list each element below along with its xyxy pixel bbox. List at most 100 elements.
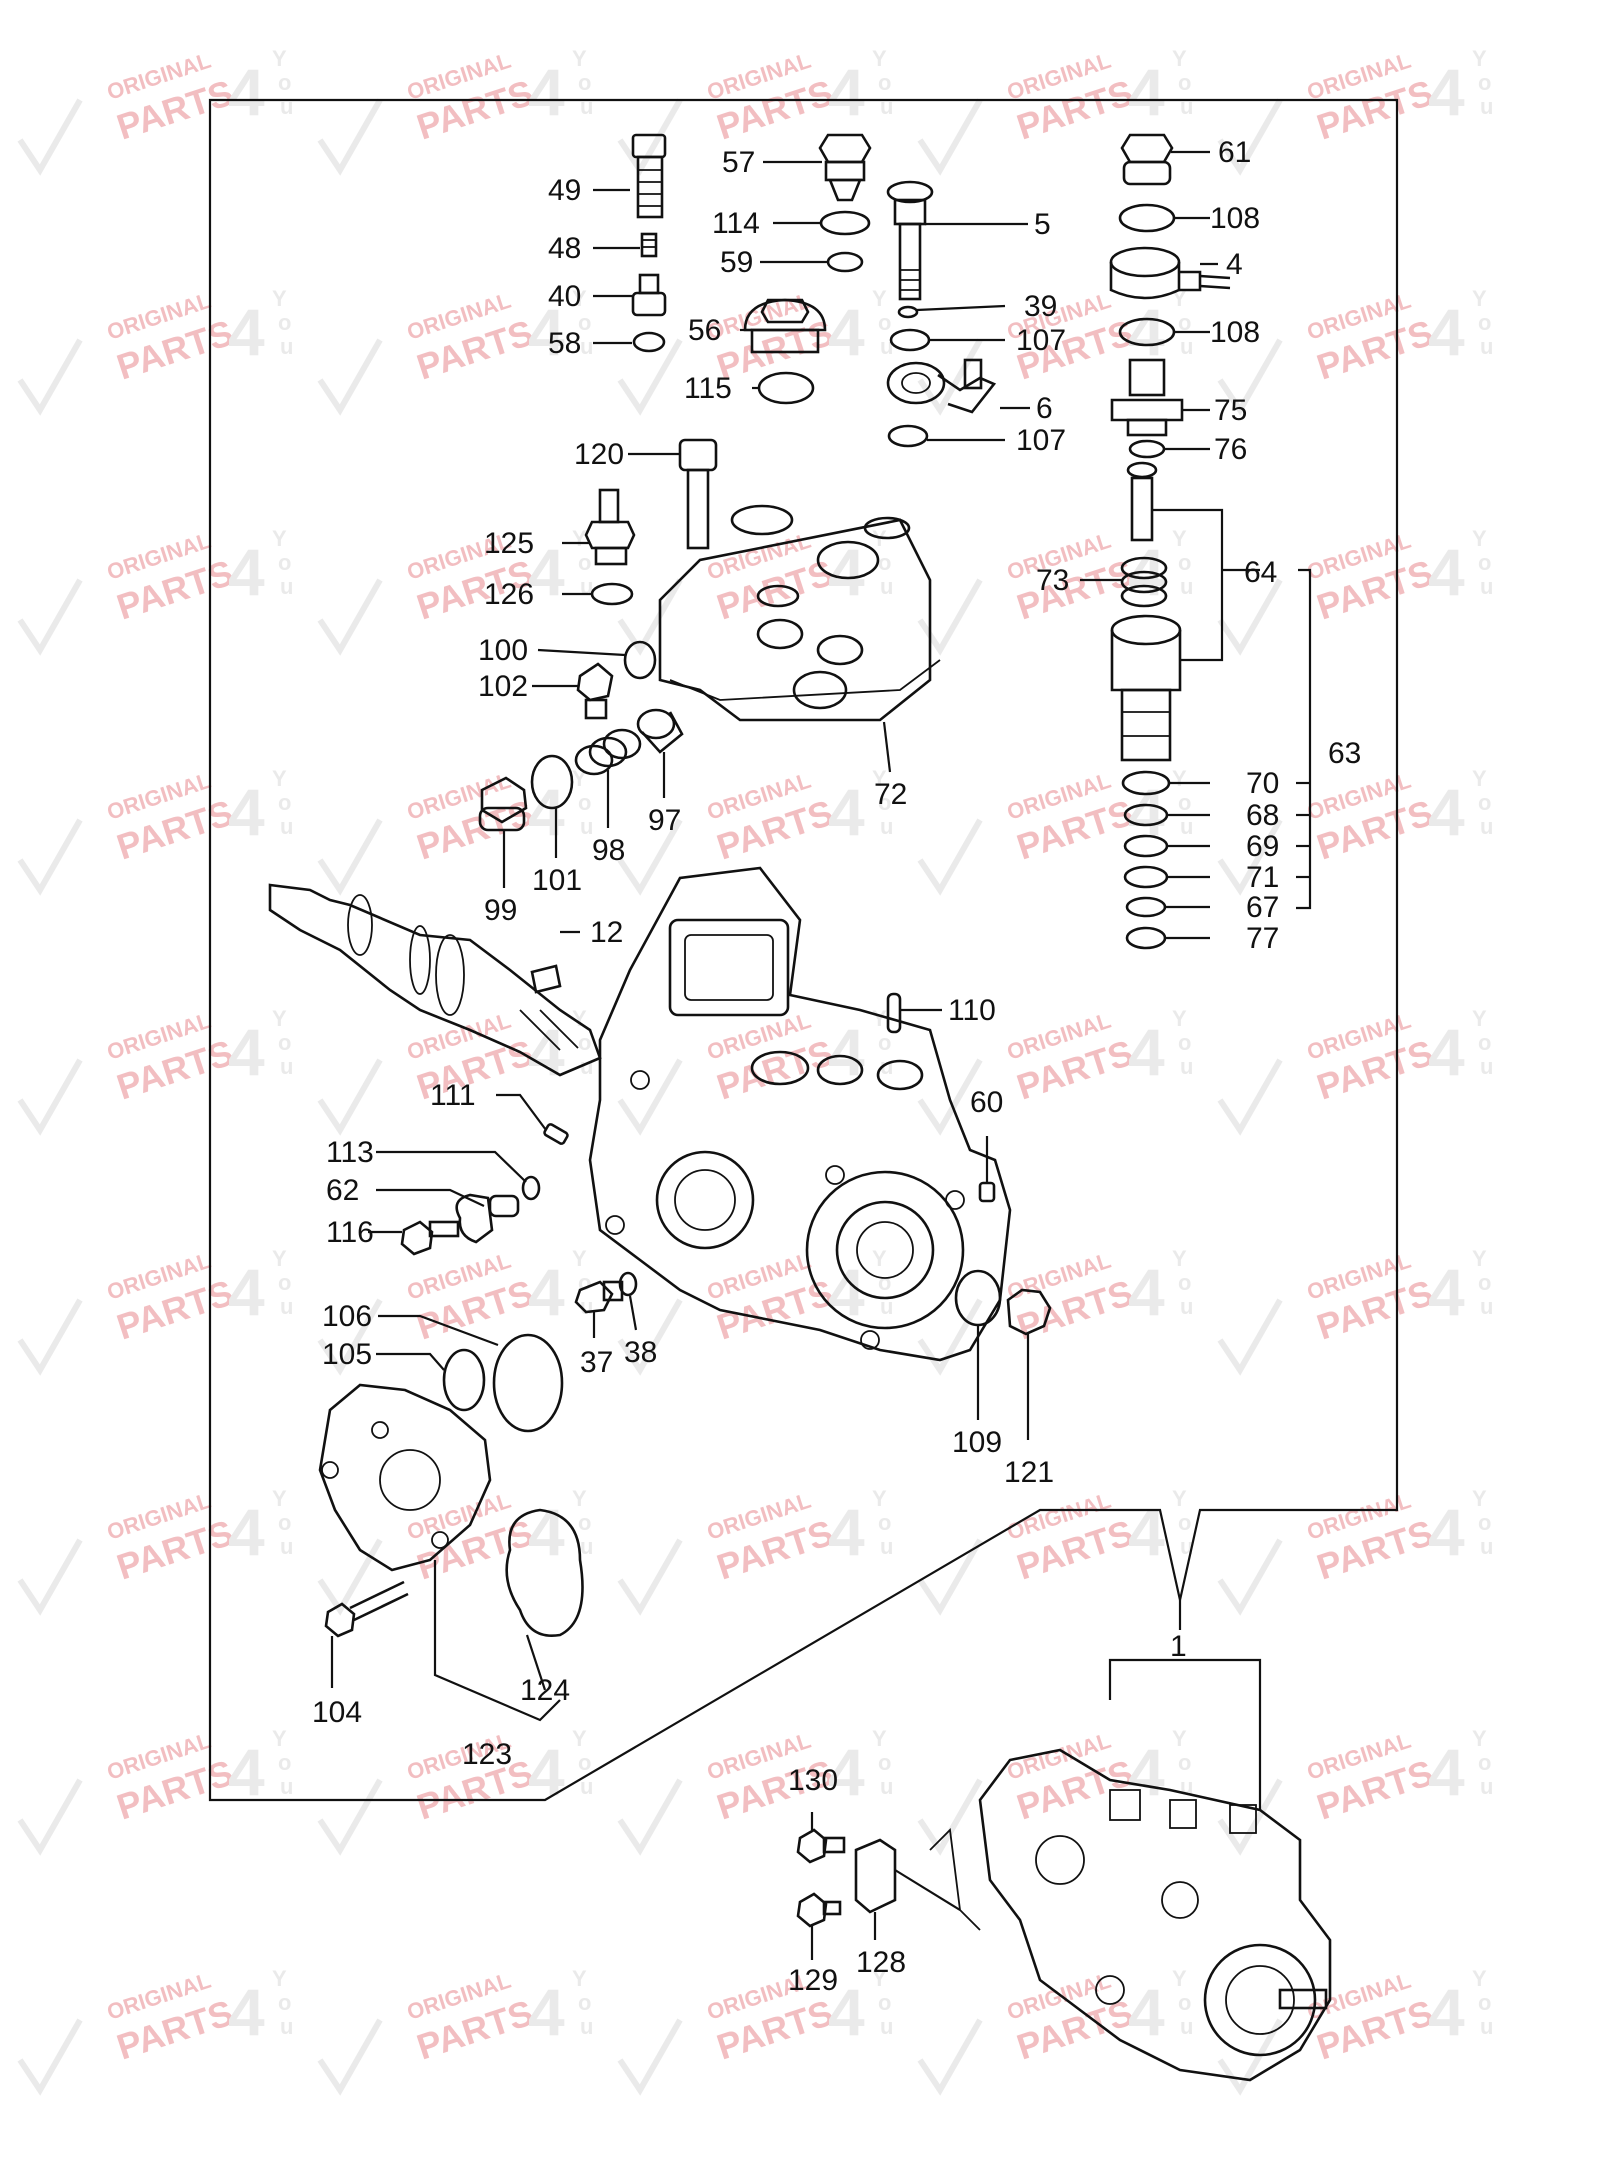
label-110: 110	[948, 994, 996, 1027]
o-ring-114-drawing	[819, 210, 871, 236]
watermark-text: o	[578, 1990, 591, 2015]
watermark-text: o	[578, 790, 591, 815]
watermark-text: o	[278, 310, 291, 335]
bolt-116-drawing	[400, 1220, 460, 1256]
label-48: 48	[548, 232, 581, 265]
watermark-check-icon	[1217, 818, 1283, 896]
watermark-check-icon	[1217, 1058, 1283, 1136]
watermark-text: u	[580, 1774, 593, 1799]
fitting-49-drawing	[631, 133, 667, 219]
plug-102-drawing	[576, 662, 614, 720]
watermark-text: o	[1178, 1030, 1191, 1055]
label-101: 101	[532, 864, 582, 897]
watermark-check-icon	[917, 98, 983, 176]
complete-pump-assembly-drawing	[929, 1748, 1332, 2082]
watermark-text: 4	[228, 55, 265, 129]
watermark-text: Y	[1472, 1246, 1487, 1271]
watermark-text: u	[580, 334, 593, 359]
watermark-text: u	[1180, 1294, 1193, 1319]
label-58: 58	[548, 327, 581, 360]
watermark-text: u	[280, 1054, 293, 1079]
label-60: 60	[970, 1086, 1003, 1119]
watermark-text: o	[1178, 1990, 1191, 2015]
label-56: 56	[688, 314, 721, 347]
watermark-text: o	[1478, 1510, 1491, 1535]
watermark-text: o	[278, 1750, 291, 1775]
watermark-check-icon	[17, 338, 83, 416]
watermark-text: u	[1180, 814, 1193, 839]
watermark-text: u	[880, 814, 893, 839]
watermark-text: o	[1178, 70, 1191, 95]
watermark-text: 4	[528, 55, 565, 129]
watermark-check-icon	[317, 818, 383, 896]
spring-48-drawing	[640, 232, 658, 258]
label-98: 98	[592, 834, 625, 867]
label-57: 57	[722, 146, 755, 179]
watermark-text: Y	[572, 46, 587, 71]
label-121: 121	[1004, 1456, 1054, 1489]
watermark-text: Y	[1472, 286, 1487, 311]
watermark-check-icon	[917, 1538, 983, 1616]
watermark-text: Y	[872, 1246, 887, 1271]
watermark-text: 4	[828, 775, 865, 849]
washer-107b-drawing	[887, 424, 929, 448]
watermark-text: 4	[1128, 1015, 1165, 1089]
watermark-text: o	[278, 70, 291, 95]
watermark-text: Y	[1472, 46, 1487, 71]
watermark-text: 4	[228, 535, 265, 609]
watermark-text: u	[1480, 334, 1493, 359]
label-72: 72	[874, 778, 907, 811]
watermark-text: 4	[828, 1735, 865, 1809]
watermark-text: Y	[272, 1726, 287, 1751]
washer-58-drawing	[632, 331, 666, 353]
watermark-text: Y	[1472, 1966, 1487, 1991]
watermark-text: o	[578, 1510, 591, 1535]
banjo-6-drawing	[886, 358, 997, 414]
label-100: 100	[478, 634, 528, 667]
watermark-text: u	[880, 1774, 893, 1799]
watermark-text: o	[578, 1750, 591, 1775]
watermark-text: o	[1178, 550, 1191, 575]
spring-98-drawing	[574, 728, 642, 776]
watermark-check-icon	[317, 578, 383, 656]
watermark-check-icon	[617, 2018, 683, 2096]
watermark-text: Y	[272, 1006, 287, 1031]
watermark-text: u	[1480, 1054, 1493, 1079]
label-69: 69	[1246, 830, 1279, 863]
plug-57-drawing	[818, 133, 872, 202]
watermark-text: 4	[1128, 1255, 1165, 1329]
sleeve-97-drawing	[636, 708, 684, 754]
washer-109-drawing	[954, 1269, 1002, 1327]
watermark-text: 4	[1128, 1735, 1165, 1809]
label-120: 120	[574, 438, 624, 471]
watermark-text: Y	[572, 1726, 587, 1751]
watermark-text: Y	[872, 46, 887, 71]
label-115: 115	[684, 372, 732, 405]
label-107b: 107	[1016, 424, 1066, 457]
watermark-text: o	[1178, 1270, 1191, 1295]
watermark-text: 4	[828, 1975, 865, 2049]
watermark-text: Y	[572, 1966, 587, 1991]
watermark-text: o	[1478, 1030, 1491, 1055]
watermark-text: u	[1480, 574, 1493, 599]
watermark-text: Y	[872, 1006, 887, 1031]
watermark-text: u	[280, 94, 293, 119]
label-130: 130	[788, 1764, 838, 1797]
watermark-text: Y	[872, 766, 887, 791]
ring-101-drawing	[530, 754, 574, 810]
watermark-text: o	[578, 1030, 591, 1055]
watermark-text: o	[878, 70, 891, 95]
watermark-check-icon	[617, 578, 683, 656]
watermark-text: 4	[528, 775, 565, 849]
watermark-text: o	[1478, 1750, 1491, 1775]
label-106: 106	[322, 1300, 372, 1333]
watermark-text: 4	[228, 1015, 265, 1089]
label-99: 99	[484, 894, 517, 927]
